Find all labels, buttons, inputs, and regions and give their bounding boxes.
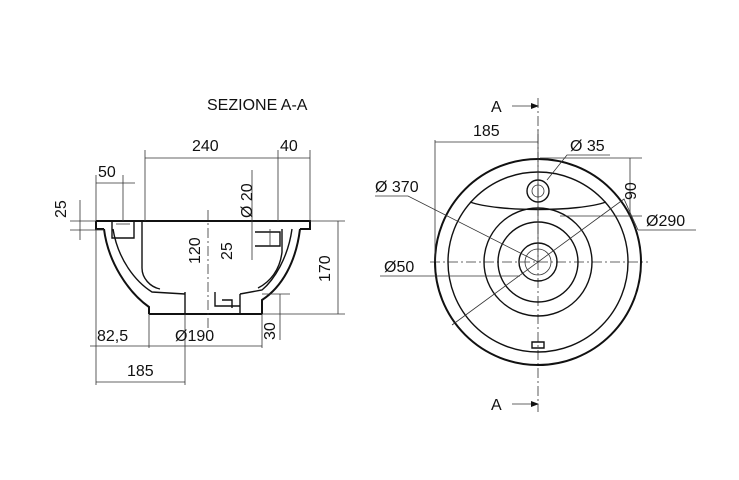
dim-total-height: 170 [317,255,334,282]
section-view: SEZIONE A-A [53,97,345,385]
dim-inner-offset: 25 [219,242,236,260]
dim-tap-hole: Ø 35 [570,138,605,155]
plan-view: A A 185 Ø 35 90 Ø 370 Ø290 Ø50 [375,98,696,414]
dim-depth: 120 [187,237,204,264]
dim-left-offset: 82,5 [97,328,128,345]
dim-tap-distance: 90 [623,182,640,200]
dim-rim-height: 25 [53,200,70,218]
section-title: SEZIONE A-A [207,97,308,114]
cut-line-a: A A [491,99,539,414]
dim-base-dia: Ø190 [175,328,214,345]
basin-profile [95,210,311,330]
dim-top-width: 240 [192,138,219,155]
section-dimension-lines [79,157,339,383]
overflow-slot [531,341,545,349]
dim-rim-right: 40 [280,138,298,155]
dim-hole-dia: Ø 20 [239,183,256,218]
dim-bowl-dia: Ø290 [646,213,685,230]
dim-tap-offset: 50 [98,164,116,181]
cut-label-bottom: A [491,397,502,414]
dim-drain-dia: Ø50 [384,259,414,276]
dim-base-height: 30 [262,322,279,340]
dim-outer-dia: Ø 370 [375,179,419,196]
section-extension-lines [70,150,345,385]
dim-radius: 185 [473,123,500,140]
dim-half-width: 185 [127,363,154,380]
cut-label-top: A [491,99,502,116]
